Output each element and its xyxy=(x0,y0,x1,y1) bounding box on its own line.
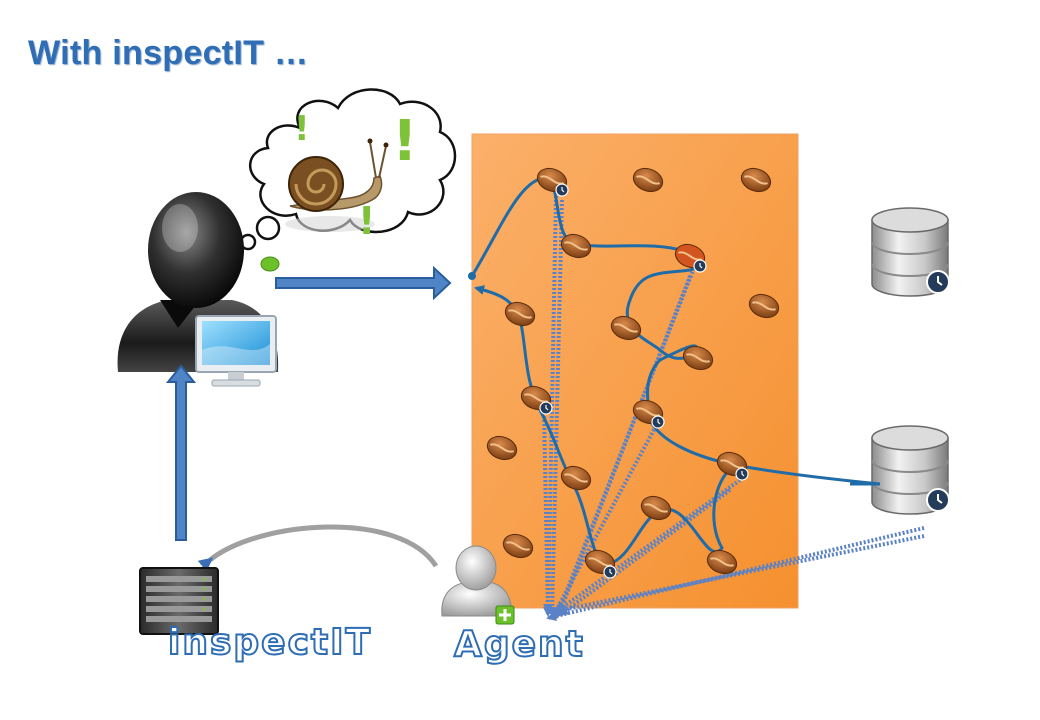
database-icon xyxy=(871,207,950,297)
java-bean-icon xyxy=(610,315,642,341)
java-bean-icon xyxy=(706,549,738,575)
java-bean-icon xyxy=(504,301,536,327)
request-dot xyxy=(260,256,280,272)
database-icon xyxy=(871,425,950,515)
java-bean-icon xyxy=(640,495,672,521)
dotted-measurement-arrow xyxy=(558,488,732,617)
java-bean-icon xyxy=(632,167,664,193)
java-bean-icon xyxy=(486,435,518,461)
dotted-measurement-arrow xyxy=(543,195,558,614)
stopwatch-icon xyxy=(555,183,569,197)
java-bean-icon xyxy=(502,533,534,559)
java-bean-icon xyxy=(560,233,592,259)
java-bean-icon xyxy=(748,293,780,319)
server-rack-icon xyxy=(139,567,219,635)
monitor-icon xyxy=(195,315,277,387)
stopwatch-icon xyxy=(603,565,617,579)
stopwatch-icon xyxy=(693,259,707,273)
dotted-measurement-arrow xyxy=(550,534,925,616)
agent-user-plus-icon xyxy=(441,545,515,625)
response-arrow xyxy=(165,364,197,541)
stopwatch-icon xyxy=(651,415,665,429)
agent-label: Agent xyxy=(454,624,585,665)
dotted-measurement-arrow xyxy=(546,526,925,622)
slide-title: With inspectIT … xyxy=(28,34,309,72)
dotted-measurement-arrow xyxy=(550,425,658,620)
dotted-measurement-arrow xyxy=(542,411,553,617)
java-bean-icon xyxy=(740,167,772,193)
exclamation-mark-2: ! xyxy=(392,109,418,174)
inspectit-label: inspectIT xyxy=(168,622,372,663)
agent-to-inspectit-arrow xyxy=(197,524,439,572)
dotted-measurement-arrow xyxy=(554,478,742,614)
request-arrow xyxy=(275,265,452,301)
stopwatch-icon xyxy=(735,467,749,481)
java-bean-icon xyxy=(560,465,592,491)
stopwatch-icon xyxy=(926,270,950,294)
dotted-measurement-arrow xyxy=(558,275,692,614)
exclamation-mark-1: ! xyxy=(294,109,310,149)
stopwatch-icon xyxy=(539,401,553,415)
snail-icon xyxy=(285,138,389,232)
exclamation-mark-3: ! xyxy=(358,199,375,243)
stopwatch-icon xyxy=(926,488,950,512)
java-bean-icon xyxy=(682,345,714,371)
dotted-measurement-arrow xyxy=(547,199,564,617)
